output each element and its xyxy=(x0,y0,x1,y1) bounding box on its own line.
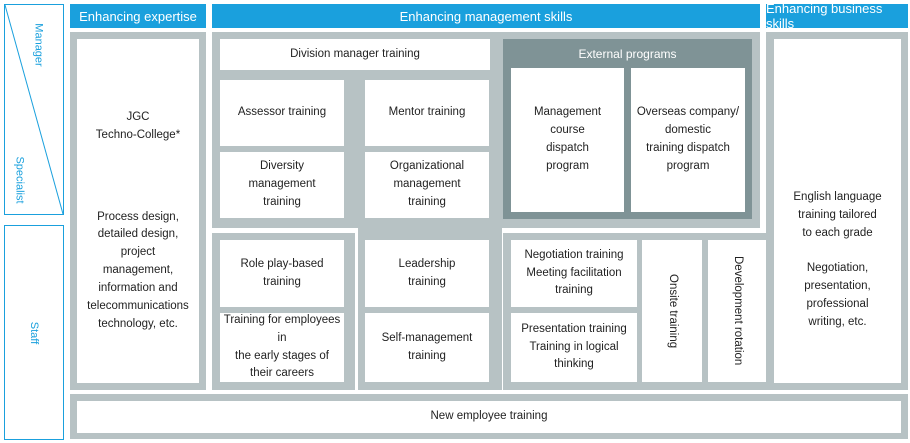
development-rotation: Development rotation xyxy=(708,240,766,382)
new-employee-training: New employee training xyxy=(77,401,901,433)
expertise-box: JGC Techno-College* Process design, deta… xyxy=(77,39,199,383)
organizational-management-training: Organizational management training xyxy=(365,152,489,218)
business-skills-label: Negotiation, presentation, professional … xyxy=(804,262,871,328)
early-career-training: Training for employees in the early stag… xyxy=(220,313,344,382)
english-training-label: English language training tailored to ea… xyxy=(793,191,882,239)
header-enhancing-expertise: Enhancing expertise xyxy=(70,4,206,28)
business-box: English language training tailored to ea… xyxy=(774,39,901,383)
management-course-dispatch: Management course dispatch program xyxy=(511,68,624,212)
onsite-training: Onsite training xyxy=(642,240,702,382)
header-enhancing-business: Enhancing business skills xyxy=(766,1,908,31)
assessor-training: Assessor training xyxy=(220,80,344,146)
division-manager-training: Division manager training xyxy=(220,39,490,70)
leadership-training: Leadership training xyxy=(365,240,489,307)
expertise-topics: Process design, detailed design, project… xyxy=(87,210,189,330)
overseas-domestic-dispatch: Overseas company/ domestic training disp… xyxy=(631,68,745,212)
mentor-training: Mentor training xyxy=(365,80,489,146)
staff-label: Staff xyxy=(28,321,40,344)
diversity-management-training: Diversity management training xyxy=(220,152,344,218)
axis-diagonal xyxy=(5,5,63,214)
specialist-label: Specialist xyxy=(14,156,27,204)
header-enhancing-management: Enhancing management skills xyxy=(212,4,760,28)
negotiation-facilitation-training: Negotiation training Meeting facilitatio… xyxy=(511,240,637,307)
manager-label: Manager xyxy=(33,23,46,67)
onsite-training-label: Onsite training xyxy=(666,273,679,349)
role-play-training: Role play-based training xyxy=(220,240,344,307)
presentation-logical-training: Presentation training Training in logica… xyxy=(511,313,637,382)
techno-college-label: JGC Techno-College* xyxy=(95,111,181,141)
manager-specialist-axis: Manager Specialist xyxy=(4,4,64,215)
self-management-training: Self-management training xyxy=(365,313,489,382)
external-programs-title: External programs xyxy=(578,47,677,61)
staff-axis: Staff xyxy=(4,225,64,440)
development-rotation-label: Development rotation xyxy=(731,256,744,366)
